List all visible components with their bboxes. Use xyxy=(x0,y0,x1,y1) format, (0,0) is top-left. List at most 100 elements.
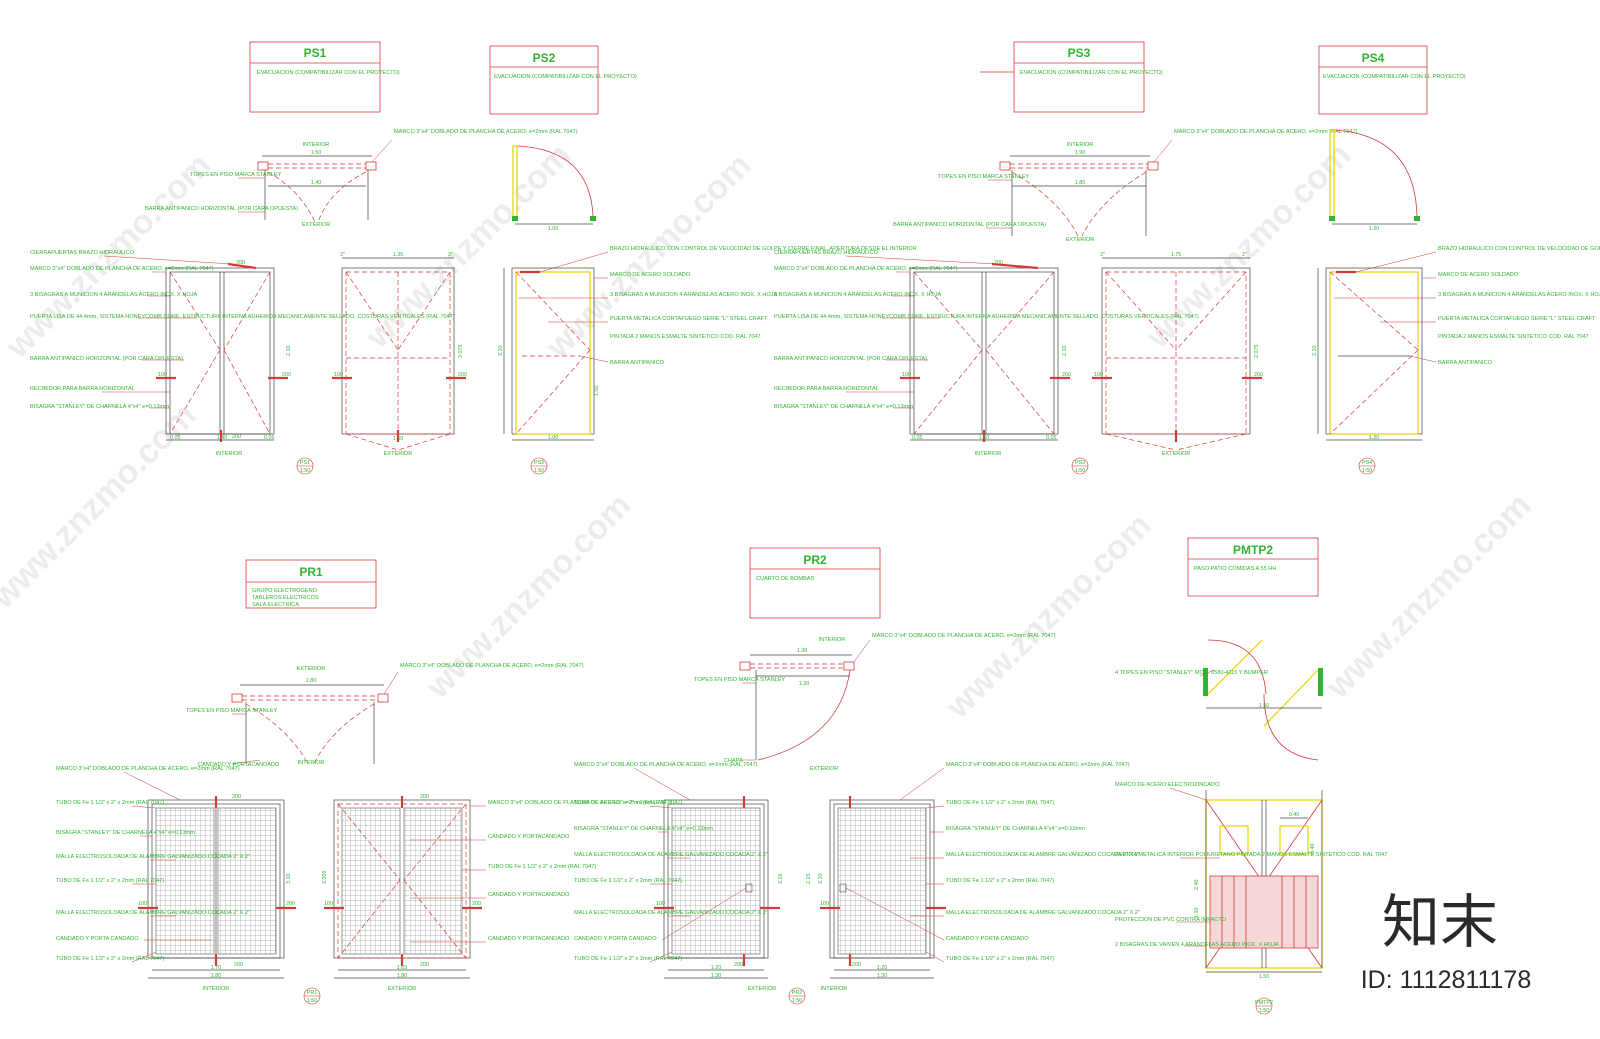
ps1-plan: INTERIOR 1.50 1.40 EXTERIOR MARCO 3"x4" … xyxy=(145,129,578,228)
dimension: 2.10 xyxy=(1062,346,1068,357)
marker-code: PR2 xyxy=(792,990,803,996)
callout: MARCO 3"x4" DOBLADO DE PLANCHA DE ACERO,… xyxy=(30,266,214,272)
callout: BARRA ANTIPANICO HORIZONTAL (POR CARA OP… xyxy=(30,356,183,362)
dimension: 0.05 xyxy=(1046,435,1057,441)
dimension: 200 xyxy=(472,901,481,907)
side-label: EXTERIOR xyxy=(810,766,839,772)
callout: MARCO 3"x4" DOBLADO DE PLANCHA DE ACERO,… xyxy=(872,633,1056,639)
callout: BARRA ANTIPANICO HORIZONTAL (POR CARA OP… xyxy=(774,356,927,362)
scale-marker-pr1: PR1 1:50 xyxy=(303,987,321,1005)
callout: TUBO DE Fe 1 1/2" x 2" x 2mm (RAL 7047) xyxy=(56,800,164,806)
callout: MARCO 3"x4" DOBLADO DE PLANCHA DE ACERO,… xyxy=(56,766,240,772)
callout: TUBO DE Fe 1 1/2" x 2" x 2mm (RAL 7047) xyxy=(946,956,1054,962)
marker-code: PS2 xyxy=(534,460,544,466)
side-label: INTERIOR xyxy=(1067,142,1094,148)
callout: CANDADO Y PORTACANDADO xyxy=(198,762,280,768)
callout: MALLA ELECTROSOLDADA DE ALAMBRE GALVANIZ… xyxy=(56,910,250,916)
pr1-plan: EXTERIOR 1.80 INTERIOR MARCO 3"x4" DOBLA… xyxy=(186,663,584,768)
marker-code: PS3 xyxy=(1075,460,1085,466)
ps1-elevation-interior: 200 100 200 200 0.05 1.40 0.05 INTERIOR … xyxy=(30,250,455,457)
ps3-elevation-exterior: 100 200 2" 1.75 2" EXTERIOR 2.075 xyxy=(1092,252,1263,457)
dimension: 2.075 xyxy=(1254,345,1260,359)
watermark: www.znzmo.com xyxy=(418,486,638,706)
ps4-elevation: 2.10 1.20 BRAZO HIDRAULICO CON CONTROL D… xyxy=(1312,246,1600,441)
dimension: 200 xyxy=(234,962,243,968)
callout: BRAZO HIDRAULICO CON CONTROL DE VELOCIDA… xyxy=(610,246,917,252)
tag-ps2: PS2 EVACUACION (COMPATIBILIZAR CON EL PR… xyxy=(489,45,637,115)
callout: MARCO 3"x4" DOBLADO DE PLANCHA DE ACERO,… xyxy=(394,129,578,135)
tag-pr1: PR1 GRUPO ELECTROGENO TABLEROS ELECTRICO… xyxy=(245,559,377,609)
tag-note: PASO PATIO COMIDAS A 55 HH xyxy=(1194,566,1276,572)
marker-code: PS4 xyxy=(1362,460,1372,466)
dimension: 200 xyxy=(734,962,743,968)
tag-code: PMTP2 xyxy=(1233,543,1273,557)
dimension: 3.10 xyxy=(286,874,292,885)
dimension: 1.80 xyxy=(397,973,408,979)
dimension: 1.80 xyxy=(1075,180,1086,186)
ps3-plan: INTERIOR 1.90 1.80 EXTERIOR MARCO 3"x4" … xyxy=(893,129,1358,243)
dimension: 1.50 xyxy=(1259,974,1270,980)
tag-note: EVACUACION (COMPATIBILIZAR CON EL PROYEC… xyxy=(257,70,400,76)
tag-note: SALA ELECTRICA xyxy=(252,602,299,608)
dimension: 1.30 xyxy=(877,973,888,979)
dimension: 2.40 xyxy=(1194,880,1200,891)
callout: BISAGRA "STANLEY" DE CHARNELA 4"x4" e=0.… xyxy=(56,830,195,836)
dimension: 1.20 xyxy=(711,965,722,971)
callout: BARRA ANTIPANICO HORIZONTAL (POR CARA OP… xyxy=(893,222,1046,228)
callout: TUBO DE Fe 1 1/2" x 2" x 2mm (RAL 7047) xyxy=(946,800,1054,806)
ps3-elevation-interior: 200 100 200 0.05 1.60 0.05 INTERIOR 2.10… xyxy=(774,250,1199,457)
tag-note: TABLEROS ELECTRICOS xyxy=(252,595,319,601)
scale-marker-pr2: PR2 1:50 xyxy=(788,987,806,1005)
watermark-layer: www.znzmo.com www.znzmo.com www.znzmo.co… xyxy=(0,136,1538,726)
callout: BISAGRA "STANLEY" DE CHARNELA 4"x4" e=0.… xyxy=(774,404,913,410)
tag-note: EVACUACION (COMPATIBILIZAR CON EL PROYEC… xyxy=(494,74,637,80)
dimension: 100 xyxy=(138,901,147,907)
tag-note: CUARTO DE BOMBAS xyxy=(756,576,814,582)
dimension: 100 xyxy=(902,372,911,378)
callout: CIERRAPUERTAS BRAZO HIDRAULICO xyxy=(774,250,879,256)
callout: RECIBIDOR PARA BARRA HORIZONTAL xyxy=(774,386,879,392)
ps2-plan: 1.00 xyxy=(512,145,596,232)
brand-stamp: 知末 ID: 1112811178 xyxy=(1361,890,1532,994)
marker-code: PMTP2 xyxy=(1255,1000,1273,1006)
side-label: INTERIOR xyxy=(819,637,846,643)
callout: MARCO DE ACERO SOLDADO xyxy=(610,272,691,278)
tag-ps3: PS3 EVACUACION (COMPATIBILIZAR CON EL PR… xyxy=(980,41,1163,113)
marker-scale: 1:50 xyxy=(307,998,318,1004)
dimension: 1.30 xyxy=(711,973,722,979)
dimension: 200 xyxy=(458,372,467,378)
callout: 4 TOPES EN PISO "STANLEY" MOD. 0580-4115… xyxy=(1115,670,1268,676)
dimension: 1.80 xyxy=(306,678,317,684)
callout: BISAGRA "STANLEY" DE CHARNELA 4"x4" e=0.… xyxy=(574,826,713,832)
callout: MALLA ELECTROSOLDADA DE ALAMBRE GALVANIZ… xyxy=(946,910,1140,916)
scale-marker-ps3: PS3 1:50 xyxy=(1071,457,1089,475)
dimension: 200 xyxy=(994,260,1003,266)
dimension: 200 xyxy=(852,962,861,968)
callout: BRAZO HIDRAULICO CON CONTROL DE VELOCIDA… xyxy=(1438,246,1600,252)
dimension: 1.50 xyxy=(311,150,322,156)
dimension: 1.20 xyxy=(799,681,810,687)
side-label: INTERIOR xyxy=(975,451,1002,457)
callout: MARCO 3"x4" DOBLADO DE PLANCHA DE ACERO,… xyxy=(774,266,958,272)
marker-scale: 1:50 xyxy=(792,998,803,1004)
callout: MALLA ELECTROSOLDADA DE ALAMBRE GALVANIZ… xyxy=(946,852,1140,858)
scale-marker-pmtp2: PMTP2 1:50 xyxy=(1255,997,1273,1015)
callout: PINTADA 2 MANOS ESMALTE SINTETICO COD. R… xyxy=(610,334,761,340)
dimension: 200 xyxy=(420,962,429,968)
callout: BARRA ANTIPANICO xyxy=(1438,360,1493,366)
tag-code: PS1 xyxy=(304,46,327,60)
callout: TUBO DE Fe 1 1/2" x 2" x 2mm (RAL 7047) xyxy=(574,878,682,884)
side-label: EXTERIOR xyxy=(388,986,417,992)
callout: MARCO DE ACERO ELECTROZINCADO xyxy=(1115,782,1220,788)
callout: PUERTA LISA DE 44.4mm, SISTEMA HONEYCOMB… xyxy=(30,314,455,320)
dimension: 1.40 xyxy=(217,435,228,441)
callout: 3 BISAGRAS A MUNICION 4 ARANDELAS ACERO … xyxy=(1438,292,1600,298)
callout: CANDADO Y PORTACANDADO xyxy=(488,936,570,942)
dimension: 200 xyxy=(236,260,245,266)
callout: TOPES EN PISO MARCA STANLEY xyxy=(186,708,277,714)
scale-marker-ps1: PS1 1:50 xyxy=(296,457,314,475)
marker-scale: 1:50 xyxy=(1362,468,1373,474)
side-label: EXTERIOR xyxy=(302,222,331,228)
callout: PUERTA METALICA INTERIOR POLIURETANO PIN… xyxy=(1115,852,1387,858)
